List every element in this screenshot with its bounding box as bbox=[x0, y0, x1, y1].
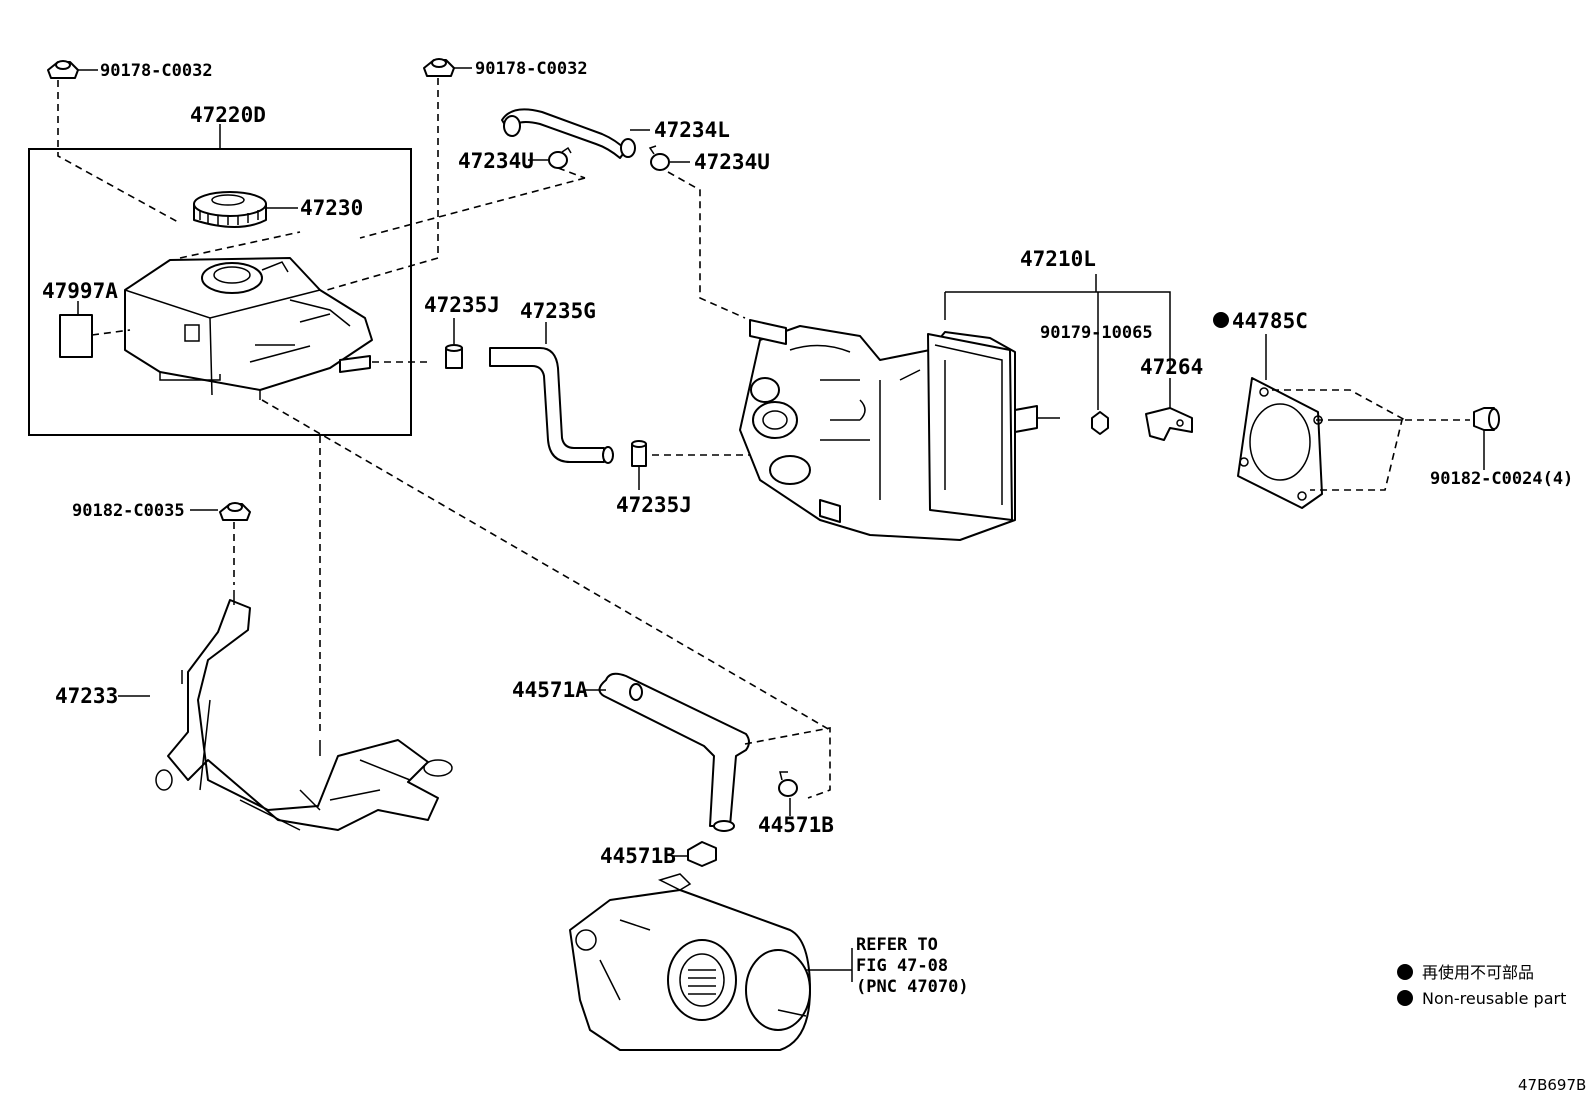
connector-47235j-lower[interactable] bbox=[631, 440, 647, 467]
hose-47235g[interactable] bbox=[489, 347, 614, 464]
label-47220d: 47220D bbox=[190, 103, 266, 127]
label-47997a: 47997A bbox=[42, 279, 118, 303]
hose-47234l[interactable] bbox=[501, 108, 636, 159]
label-47235j-upper: 47235J bbox=[424, 293, 500, 317]
clamp-44571b-right[interactable] bbox=[778, 771, 798, 797]
label-44571b-lower: 44571B bbox=[600, 844, 676, 868]
refer-text-line2: FIG 47-08 bbox=[856, 956, 948, 976]
label-47230: 47230 bbox=[300, 196, 363, 220]
label-90182-c0035: 90182-C0035 bbox=[72, 501, 185, 521]
nut-90178-c0032-left[interactable] bbox=[47, 60, 79, 79]
nut-90178-c0032-middle[interactable] bbox=[423, 58, 455, 77]
label-47234u-left: 47234U bbox=[458, 149, 534, 173]
label-90178-c0032-left: 90178-C0032 bbox=[100, 61, 213, 81]
label-47234u-right: 47234U bbox=[694, 150, 770, 174]
connector-47235j-upper[interactable] bbox=[445, 344, 463, 369]
pump-motor-assembly[interactable] bbox=[569, 873, 811, 1051]
bracket-47264[interactable] bbox=[1145, 407, 1193, 441]
label-47233: 47233 bbox=[55, 684, 118, 708]
label-90182-c0024: 90182-C0024(4) bbox=[1430, 469, 1573, 489]
label-90179-10065: 90179-10065 bbox=[1040, 323, 1153, 343]
label-47264: 47264 bbox=[1140, 355, 1203, 379]
figure-code: 47B697B bbox=[1518, 1076, 1586, 1094]
legend-japanese: 再使用不可部品 bbox=[1422, 963, 1534, 982]
pipe-44571a[interactable] bbox=[598, 672, 750, 832]
legend-dot-icon-1 bbox=[1397, 964, 1413, 980]
nut-90182-c0035[interactable] bbox=[219, 502, 251, 521]
label-90178-c0032-middle: 90178-C0032 bbox=[475, 59, 588, 79]
refer-text-line3: (PNC 47070) bbox=[856, 977, 969, 997]
bracket-47233[interactable] bbox=[155, 590, 453, 831]
nut-90182-c0024[interactable] bbox=[1473, 407, 1500, 431]
label-44571b-right: 44571B bbox=[758, 813, 834, 837]
clamp-47234u-left[interactable] bbox=[548, 146, 572, 169]
non-reusable-dot-icon bbox=[1213, 312, 1229, 328]
reservoir-cap-47230[interactable] bbox=[193, 191, 267, 228]
label-47210l: 47210L bbox=[1020, 247, 1096, 271]
legend-english: Non-reusable part bbox=[1422, 989, 1566, 1008]
label-47234l: 47234L bbox=[654, 118, 730, 142]
clamp-47234u-right[interactable] bbox=[648, 145, 670, 171]
label-47235j-lower: 47235J bbox=[616, 493, 692, 517]
label-44571a: 44571A bbox=[512, 678, 588, 702]
gasket-44785c[interactable] bbox=[1237, 377, 1323, 509]
brake-booster-47210l[interactable] bbox=[739, 319, 1060, 541]
legend-dot-icon-2 bbox=[1397, 990, 1413, 1006]
label-sticker-47997a[interactable] bbox=[59, 314, 93, 358]
nut-90179-10065[interactable] bbox=[1091, 411, 1109, 435]
label-44785c: 44785C bbox=[1232, 309, 1308, 333]
clamp-44571b-lower[interactable] bbox=[687, 841, 717, 867]
label-47235g: 47235G bbox=[520, 299, 596, 323]
reservoir-tank[interactable] bbox=[124, 257, 373, 400]
refer-text-line1: REFER TO bbox=[856, 935, 938, 955]
